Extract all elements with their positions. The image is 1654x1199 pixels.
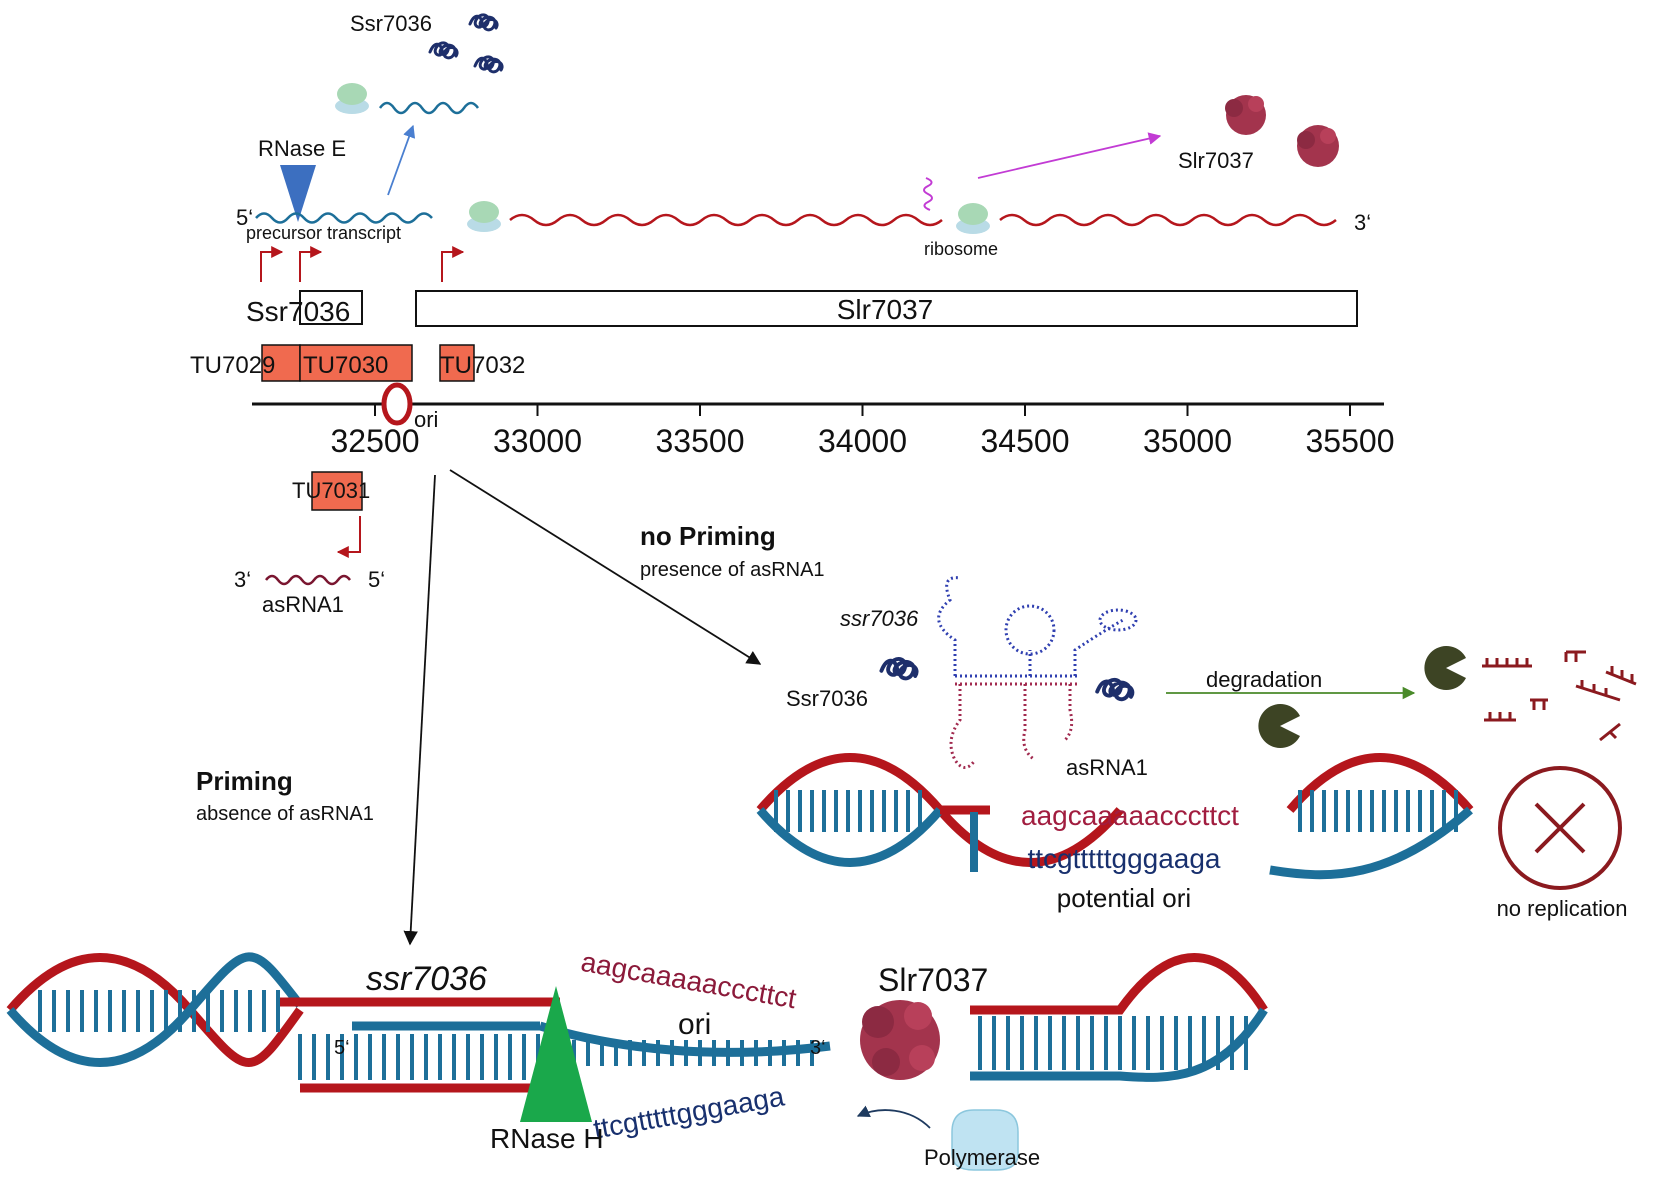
axis-tick-label: 34000 (818, 423, 907, 459)
priming-title: Priming (196, 766, 293, 796)
no-priming-subtitle: presence of asRNA1 (640, 559, 825, 581)
tu7032-label: TU7032 (440, 352, 525, 379)
degrader-pacman-icon (1258, 646, 1466, 748)
translation-arrow (977, 132, 1162, 179)
ori-marker (381, 382, 413, 426)
tu7031-label: TU7031 (292, 478, 370, 503)
precursor-transcript-wave (255, 212, 433, 224)
slr7037-mrna-wave-right (999, 213, 1337, 227)
no-replication-label: no replication (1497, 896, 1628, 921)
axis-ticks: 32500 33000 33500 34000 34500 35000 35500 (331, 404, 1395, 459)
priming-five-prime: 5‘ (334, 1037, 350, 1059)
rnase-h-icon (520, 986, 592, 1122)
ssr7036-priming-label: ssr7036 (366, 960, 487, 998)
ssr7036-rna-italic-label: ssr7036 (840, 606, 919, 631)
ssr7036-protein-label-2: Ssr7036 (786, 686, 868, 711)
slr7037-priming-label: Slr7037 (878, 962, 988, 998)
rnase-e-label: RNase E (258, 136, 346, 161)
ssr7036-gene-label: Ssr7036 (246, 296, 350, 327)
rna-duplex-structure (937, 576, 1138, 769)
axis-tick-label: 35500 (1306, 423, 1395, 459)
slr7037-priming-protein-icon (860, 1000, 940, 1080)
slr7037-gene-box (415, 290, 1358, 327)
no-priming-arrow (449, 469, 762, 665)
asrna-promoter-arrow (336, 516, 361, 558)
ribosome-icon-2 (467, 201, 501, 232)
degradation-label: degradation (1206, 667, 1322, 692)
rna-fragments-icon (1482, 650, 1637, 742)
potential-ori-label: potential ori (1057, 883, 1191, 913)
precursor-five-prime: 5‘ (236, 205, 253, 230)
potential-ori-dna-helix (756, 753, 1474, 880)
rnase-e-icon (280, 165, 316, 222)
processing-arrow (387, 124, 416, 196)
processed-rna-wave (378, 101, 480, 115)
slr7037-mrna-wave-left (509, 213, 943, 227)
slr7037-protein-label: Slr7037 (1178, 148, 1254, 173)
tu7030-label: TU7030 (303, 352, 388, 379)
ssr7036-gene-box (299, 290, 363, 325)
ssr7036-protein-label: Ssr7036 (350, 11, 432, 36)
ssr7036-protein-icon (428, 13, 504, 74)
asrna-five-prime: 5‘ (368, 567, 385, 592)
ribosome-icon-3 (956, 203, 990, 234)
tu7030-box (299, 344, 413, 382)
priming-arrow (403, 474, 436, 946)
potential-ori-seq-top: aagcaaaaacccttct (1021, 800, 1239, 831)
asrna-label-2: asRNA1 (1066, 755, 1148, 780)
polymerase-arrow (856, 1105, 931, 1129)
axis-tick-label: 34500 (981, 423, 1070, 459)
axis-tick-label: 32500 (331, 423, 420, 459)
cross-icon (1534, 802, 1586, 854)
asrna-label: asRNA1 (262, 592, 344, 617)
priming-ori-label: ori (678, 1008, 711, 1041)
nascent-peptide (923, 177, 933, 211)
tu7031-box (311, 471, 363, 511)
tu7029-label: TU7029 (190, 352, 275, 379)
priming-ori-seq-bottom: ttcgtttttgggaaga (591, 1080, 787, 1144)
no-priming-title: no Priming (640, 521, 776, 551)
promoter-arrows (260, 246, 465, 282)
priming-three-prime: 3‘ (810, 1037, 826, 1059)
axis-tick-label: 33500 (656, 423, 745, 459)
precursor-transcript-label: precursor transcript (246, 223, 401, 243)
ori-axis-label: ori (414, 407, 438, 432)
tu7032-box (439, 344, 475, 382)
asrna-three-prime: 3‘ (234, 567, 251, 592)
ribosome-icon (335, 83, 369, 114)
axis-tick-label: 33000 (493, 423, 582, 459)
slr7037-gene-label: Slr7037 (837, 294, 934, 325)
ssr7036-protein-icon-2 (879, 657, 1135, 702)
rnase-h-label: RNase H (490, 1123, 604, 1154)
polymerase-label: Polymerase (924, 1145, 1040, 1170)
priming-dna-helix (6, 952, 1268, 1093)
asrna-wave (265, 574, 351, 586)
priming-subtitle: absence of asRNA1 (196, 803, 374, 825)
potential-ori-seq-bottom: ttcgtttttgggaaga (1027, 843, 1220, 874)
mrna-three-prime: 3‘ (1354, 210, 1371, 235)
slr7037-protein-icon (1225, 95, 1339, 167)
priming-ori-seq-top: aagcaaaaacccttct (579, 946, 799, 1014)
ribosome-label: ribosome (924, 239, 998, 259)
axis-tick-label: 35000 (1143, 423, 1232, 459)
polymerase-icon (951, 1109, 1019, 1171)
